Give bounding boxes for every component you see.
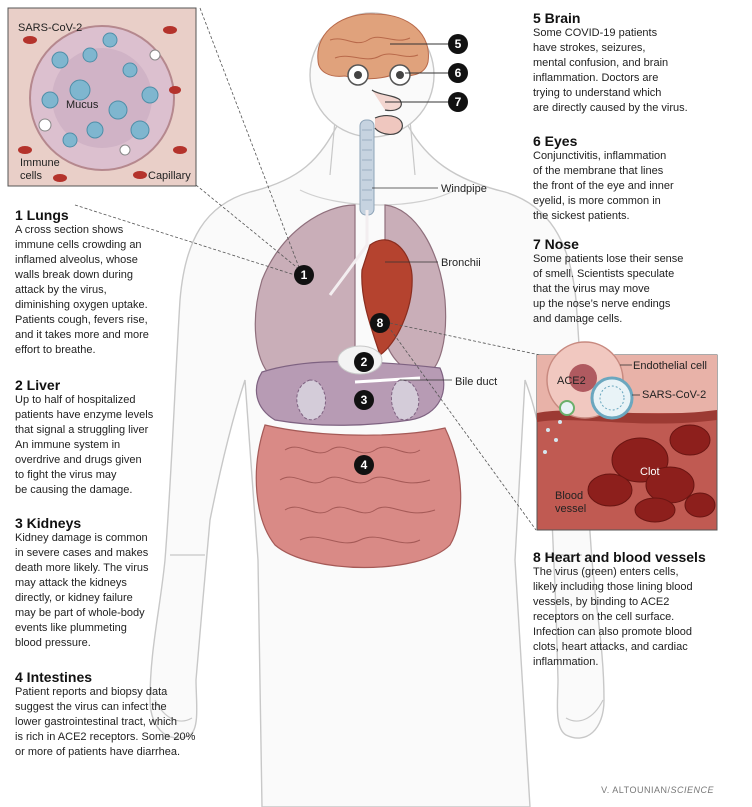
section-liver-title: 2 Liver (15, 377, 61, 393)
section-heart-title: 8 Heart and blood vessels (533, 549, 706, 565)
inset-heart-endothelial-label: Endothelial cell (633, 360, 707, 372)
section-eyes-text: Conjunctivitis, inflammation of the memb… (533, 150, 674, 222)
bile-duct-label: Bile duct (455, 376, 498, 388)
windpipe (359, 119, 375, 216)
intestines (255, 424, 462, 568)
section-nose-title: 7 Nose (533, 236, 579, 252)
inset-lungs-virus-label: SARS-CoV-2 (18, 22, 83, 34)
marker-nose: 7 (448, 92, 468, 112)
section-heart-text: The virus (green) enters cells, likely i… (533, 566, 693, 668)
inset-lungs-capillary-label: Capillary (148, 170, 191, 182)
inset-heart-clot-label: Clot (640, 466, 660, 478)
marker-eyes: 6 (448, 63, 468, 83)
section-intestines-title: 4 Intestines (15, 669, 93, 685)
inset-lungs-mucus-label: Mucus (66, 99, 99, 111)
section-kidneys: 3 Kidneys Kidney damage is common in sev… (15, 515, 195, 651)
section-kidneys-title: 3 Kidneys (15, 515, 82, 531)
section-heart: 8 Heart and blood vessels The virus (gre… (533, 549, 745, 670)
marker-intestines: 4 (354, 455, 374, 475)
neck-outline (329, 119, 416, 176)
marker-lungs: 1 (294, 265, 314, 285)
section-brain-title: 5 Brain (533, 10, 581, 26)
left-kidney (296, 379, 327, 421)
section-intestines-text: Patient reports and biopsy data suggest … (15, 686, 196, 758)
inset-heart-ace2-label: ACE2 (557, 375, 586, 387)
marker-heart: 8 (370, 313, 390, 333)
ace2-virus (559, 400, 575, 416)
marker-brain: 5 (448, 34, 468, 54)
brain-shape (317, 13, 429, 80)
windpipe-label: Windpipe (441, 183, 487, 195)
credit-line: V. ALTOUNIAN/SCIENCE (601, 785, 714, 795)
section-lungs-title: 1 Lungs (15, 207, 69, 223)
virus-particles (41, 32, 159, 148)
section-liver-text: Up to half of hospitalized patients have… (15, 394, 154, 496)
section-lungs-text: A cross section shows immune cells crowd… (15, 224, 149, 356)
section-lungs: 1 Lungs A cross section shows immune cel… (15, 207, 195, 358)
marker-liver: 2 (354, 352, 374, 372)
marker-kidneys: 3 (354, 390, 374, 410)
section-brain-text: Some COVID-19 patients have strokes, sei… (533, 27, 688, 114)
section-nose: 7 Nose Some patients lose their sense of… (533, 236, 743, 327)
bronchii-label: Bronchii (441, 257, 481, 269)
sars-cov-2-particle (590, 376, 634, 420)
nasal-cavity (371, 89, 402, 112)
inset-lungs-immune-label: Immune cells (20, 157, 60, 182)
section-nose-text: Some patients lose their sense of smell.… (533, 253, 684, 325)
inset-heart-vessel-label: Blood vessel (555, 490, 587, 515)
right-kidney (391, 379, 420, 421)
leader-inset-lungs (199, 7, 301, 271)
section-brain: 5 Brain Some COVID-19 patients have stro… (533, 10, 743, 116)
section-liver: 2 Liver Up to half of hospitalized patie… (15, 377, 195, 498)
leader-heart (384, 321, 541, 356)
section-eyes-title: 6 Eyes (533, 133, 578, 149)
section-eyes: 6 Eyes Conjunctivitis, inflammation of t… (533, 133, 743, 224)
section-intestines: 4 Intestines Patient reports and biopsy … (15, 669, 235, 760)
credit-publication: SCIENCE (670, 785, 714, 795)
blood-clot (587, 424, 716, 523)
collar-line (299, 189, 456, 206)
leader-lungs (74, 204, 296, 276)
section-kidneys-text: Kidney damage is common in severe cases … (15, 532, 149, 649)
bile-duct (354, 376, 421, 384)
inset-heart-virus-label: SARS-CoV-2 (642, 389, 707, 401)
credit-author: V. ALTOUNIAN/ (601, 785, 671, 795)
